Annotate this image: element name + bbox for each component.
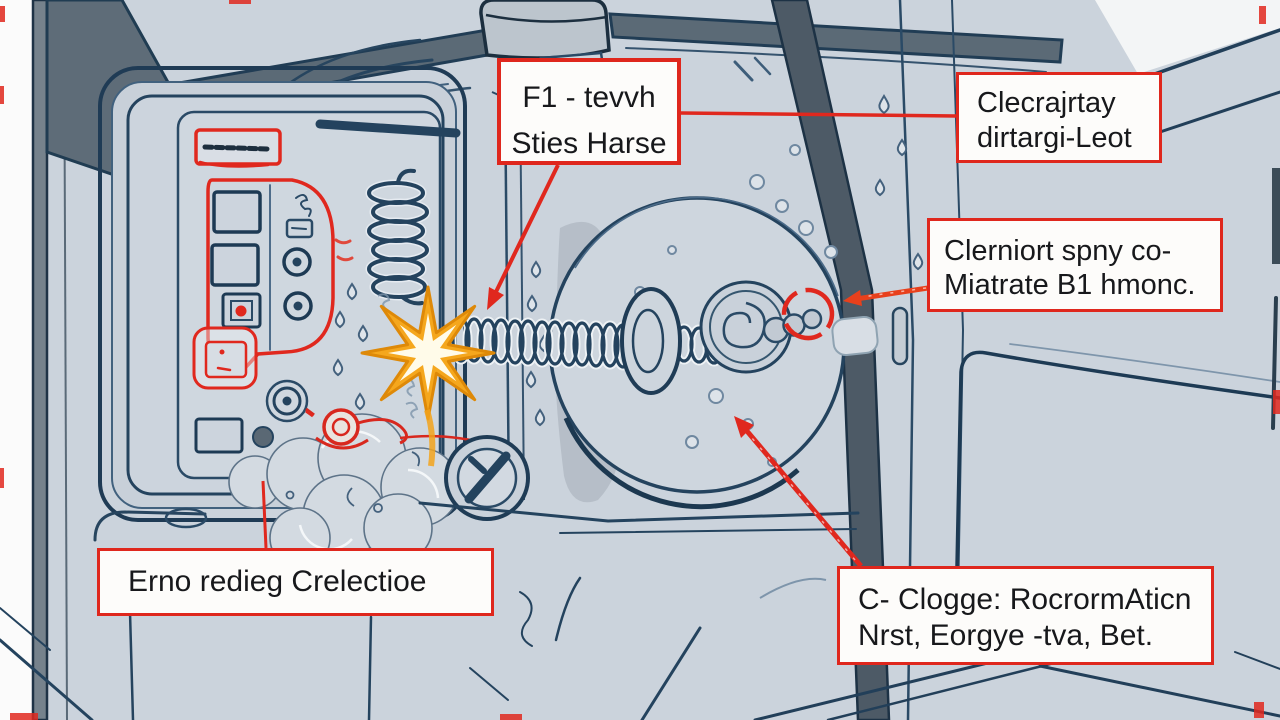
callout-top-center: F1 - tevvh Sties Harse bbox=[497, 58, 681, 165]
drain-cap bbox=[444, 435, 530, 521]
callout-mid-right: Clerniort spny co- Miatrate B1 hmonc. bbox=[927, 218, 1223, 312]
leader-line-foam bbox=[261, 480, 268, 549]
callout-text-line: Nrst, Eorgye -tva, Bet. bbox=[858, 619, 1154, 652]
callout-bottom-right: C- Clogge: RocrormAticn Nrst, Eorgye -tv… bbox=[837, 566, 1214, 665]
arrow-to-drum-bottom bbox=[734, 416, 863, 568]
display-window bbox=[194, 128, 282, 168]
left-white-margin bbox=[0, 0, 33, 720]
red-selector-button bbox=[192, 326, 258, 390]
panel-buttons bbox=[210, 184, 314, 351]
highlight-circle-icon bbox=[781, 287, 835, 341]
red-tick bbox=[305, 409, 314, 418]
callout-text-line: Clerniort spny co- bbox=[944, 235, 1172, 267]
callout-text-line: C- Clogge: RocrormAticn bbox=[858, 583, 1192, 616]
red-marks bbox=[334, 238, 354, 262]
callout-text-line: Erno redieg Crelectioe bbox=[128, 565, 427, 598]
water-droplets bbox=[332, 93, 924, 445]
red-leader-arrows bbox=[261, 111, 957, 568]
door-hinge-gap bbox=[770, 0, 891, 720]
red-indicator-dot bbox=[235, 305, 247, 317]
callout-text-line: Clecrajrtay bbox=[977, 87, 1116, 119]
callout-top-right: Clecrajrtay dirtargi-Leot bbox=[956, 72, 1162, 163]
top-right-white-corner bbox=[1095, 0, 1280, 74]
arrow-to-spark bbox=[487, 164, 560, 310]
vertical-spring-coil bbox=[365, 168, 431, 306]
spark-burst-icon bbox=[360, 285, 496, 467]
callout-text-line: Miatrate B1 hmonc. bbox=[944, 269, 1196, 301]
panel-lower-widgets bbox=[93, 379, 309, 542]
control-panel bbox=[93, 66, 467, 542]
arrow-to-coupling bbox=[843, 285, 929, 306]
bottom-frame-lines bbox=[0, 501, 860, 720]
pump-assembly bbox=[620, 280, 879, 395]
leader-line-top bbox=[680, 111, 957, 118]
callout-bottom-left: Erno redieg Crelectioe bbox=[97, 548, 494, 616]
callout-text-line: dirtargi-Leot bbox=[977, 122, 1132, 154]
callout-text-line: Sties Harse bbox=[511, 127, 667, 160]
highlight-outline bbox=[206, 178, 335, 370]
callout-text-line: F1 - tevvh bbox=[522, 81, 656, 114]
